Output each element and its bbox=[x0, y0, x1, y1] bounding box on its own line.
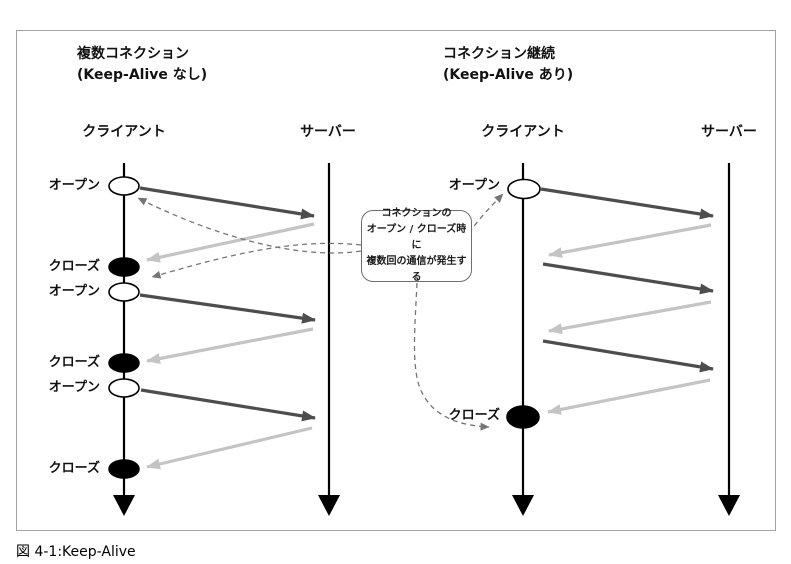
left-response-arrows bbox=[146, 222, 315, 470]
left-panel-subtitle: (Keep-Alive なし) bbox=[77, 67, 208, 83]
close-node bbox=[108, 257, 140, 277]
event-label-open: オープン bbox=[48, 178, 100, 193]
right-request-arrows bbox=[540, 187, 714, 373]
callout-line: オープン / クローズ時に bbox=[366, 224, 467, 251]
right-panel-subtitle: (Keep-Alive あり) bbox=[443, 67, 574, 83]
callout-box: コネクションの オープン / クローズ時に 複数回の通信が発生する bbox=[361, 208, 472, 283]
event-label-close: クローズ bbox=[48, 461, 100, 476]
event-label-open: オープン bbox=[48, 284, 100, 299]
timeline-arrow-down-icon bbox=[512, 495, 534, 516]
timeline-arrow-down-icon bbox=[318, 495, 340, 516]
right-panel-title: コネクション継続 bbox=[443, 46, 555, 62]
left-request-arrows bbox=[139, 186, 316, 422]
right-response-arrows bbox=[547, 223, 712, 415]
timeline-arrow-down-icon bbox=[718, 495, 740, 516]
left-panel-title: 複数コネクション bbox=[77, 46, 189, 62]
dashed-arrow-to-left-open bbox=[137, 197, 362, 254]
open-node bbox=[108, 176, 140, 196]
connection-nodes bbox=[108, 176, 541, 479]
left-client-timeline bbox=[113, 163, 135, 516]
figure-caption: 図 4-1:Keep-Alive bbox=[16, 544, 136, 560]
close-node bbox=[108, 459, 140, 479]
right-server-header: サーバー bbox=[701, 124, 757, 140]
open-node bbox=[507, 178, 541, 200]
dashed-arrow-to-left-close bbox=[151, 242, 362, 279]
left-client-header: クライアント bbox=[82, 124, 166, 140]
callout-line: コネクションの bbox=[381, 208, 452, 219]
timeline-arrow-down-icon bbox=[113, 495, 135, 516]
right-client-header: クライアント bbox=[481, 124, 565, 140]
close-node bbox=[108, 353, 140, 373]
dashed-arrow-to-right-close bbox=[413, 282, 490, 431]
open-node bbox=[108, 378, 140, 398]
event-label-close: クローズ bbox=[448, 408, 500, 423]
left-server-header: サーバー bbox=[300, 124, 356, 140]
right-server-timeline bbox=[718, 163, 740, 516]
event-label-close: クローズ bbox=[48, 355, 100, 370]
event-label-close: クローズ bbox=[48, 259, 100, 274]
callout-line: 複数回の通信が発生する bbox=[366, 256, 467, 283]
close-node bbox=[506, 405, 540, 429]
event-label-open: オープン bbox=[448, 178, 500, 193]
open-node bbox=[108, 282, 140, 302]
event-label-open: オープン bbox=[48, 380, 100, 395]
right-client-timeline bbox=[512, 163, 534, 516]
left-server-timeline bbox=[318, 163, 340, 516]
